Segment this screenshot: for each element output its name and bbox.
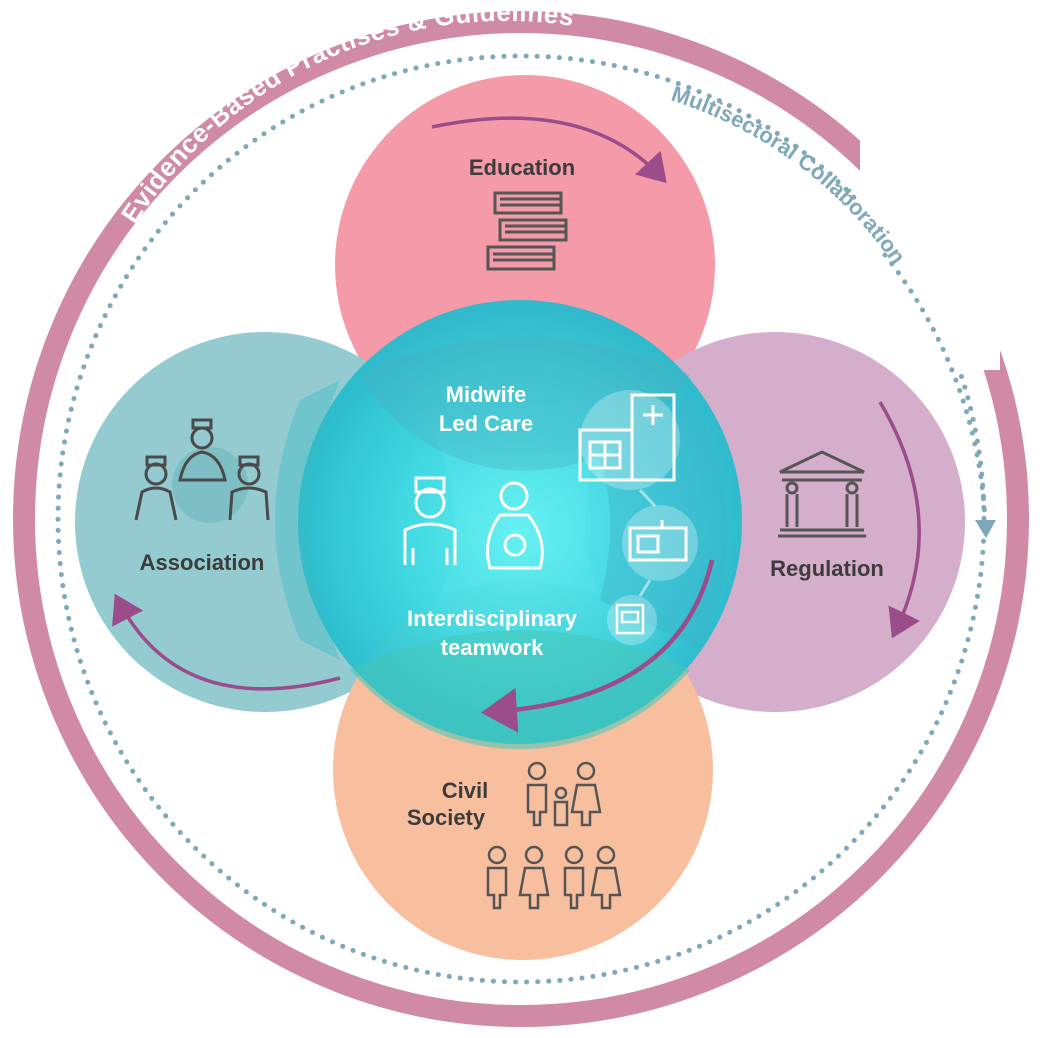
facility-connector [638,488,657,508]
midwives-group-icon [134,418,270,523]
dotted-ring [55,53,987,985]
civil-society-label-line2: Society [407,805,486,830]
clinic-bubble [622,505,698,581]
courthouse-icon [778,450,866,538]
dotted-ring-arrowhead [975,520,996,538]
facility-connector-2 [638,579,652,597]
families-icon [486,761,622,910]
center-bottom-label-line1: Interdisciplinary [407,606,578,631]
center-top-label-line1: Midwife [446,382,527,407]
regulation-label: Regulation [770,556,884,581]
clinic-icon [628,520,688,562]
center-arrow [481,559,715,733]
overlap-left [275,380,340,660]
center-bottom-label-line2: teamwork [441,635,544,660]
education-arrow [431,116,667,184]
civil-society-label-line1: Civil [442,778,488,803]
center-top-label-line2: Led Care [439,411,533,436]
health-post-bubble [607,595,657,645]
outer-ring [13,11,1029,1027]
books-icon [486,191,568,271]
health-post-icon [615,603,645,635]
association-arrow [112,593,341,691]
hospital-icon [578,393,676,482]
overlap-top [360,337,690,471]
regulation-arrow [878,401,921,639]
dotted-ring-arc-right [882,252,988,523]
midwife-icon [403,476,457,565]
association-label: Association [140,550,265,575]
education-label: Education [469,155,575,180]
overlap-bottom [350,630,690,750]
hospital-bubble [580,390,680,490]
pregnant-woman-icon [486,481,544,570]
